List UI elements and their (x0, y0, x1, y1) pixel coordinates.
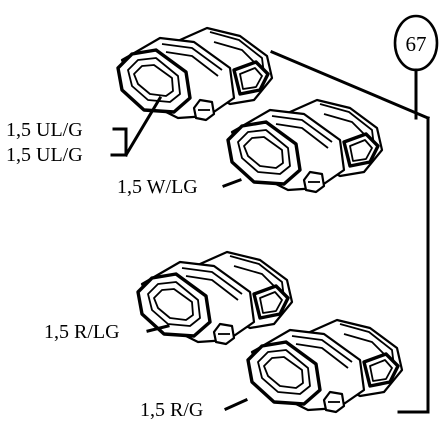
connector-r-g (246, 318, 404, 414)
label-r-lg: 1,5 R/LG (44, 321, 120, 343)
label-r-g: 1,5 R/G (140, 399, 203, 421)
bracket-lines (270, 50, 430, 414)
connector-ul-g (116, 26, 274, 122)
label-ul-g-2: 1,5 UL/G (6, 144, 83, 166)
label-w-lg: 1,5 W/LG (117, 176, 198, 198)
leader-lines (110, 95, 248, 411)
connector-w-lg (226, 98, 384, 194)
callout-bubble: 67 (393, 14, 439, 72)
callout-number: 67 (406, 32, 427, 56)
connector-r-lg (136, 250, 294, 346)
label-ul-g-1: 1,5 UL/G (6, 119, 83, 141)
